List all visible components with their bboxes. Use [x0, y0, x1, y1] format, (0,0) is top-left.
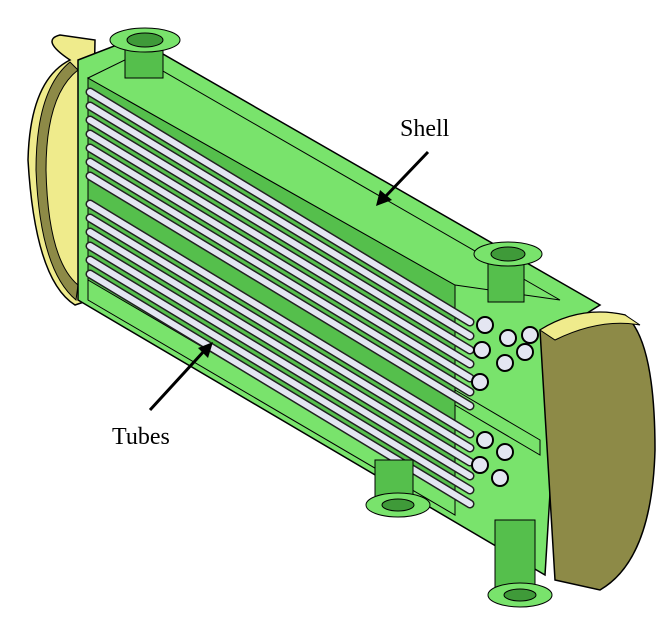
tube: [87, 159, 473, 395]
tube-end: [476, 431, 494, 449]
nozzle-top-left: [109, 27, 181, 79]
tube: [87, 201, 473, 437]
tube: [87, 117, 473, 353]
tube-end: [499, 329, 517, 347]
tube-end: [491, 469, 509, 487]
nozzle-bottom-middle: [365, 459, 431, 518]
tube-bundle: [85, 87, 475, 509]
shell-inner-wall: [86, 54, 561, 301]
tube: [87, 229, 473, 465]
right-head-rim: [539, 311, 641, 341]
tube-end: [476, 316, 494, 334]
tube: [87, 131, 473, 367]
tube-end: [473, 341, 491, 359]
tube: [87, 145, 473, 381]
tube: [87, 257, 473, 493]
tube-ends: [471, 316, 539, 487]
tube-end: [516, 343, 534, 361]
tube: [87, 243, 473, 479]
nozzle-top-right: [473, 241, 543, 303]
tube-end: [471, 456, 489, 474]
tube-end: [521, 326, 539, 344]
tube-end: [496, 354, 514, 372]
shell-label: Shell: [400, 116, 450, 142]
tube: [87, 103, 473, 339]
tube: [87, 89, 473, 325]
tube-end: [496, 443, 514, 461]
tube-end: [471, 373, 489, 391]
nozzle-bottom-right: [487, 519, 553, 608]
tube: [87, 215, 473, 451]
tube: [87, 173, 473, 409]
tubes-label: Tubes: [112, 424, 170, 450]
shell-arrow: [376, 150, 430, 206]
tubes-arrow: [148, 342, 213, 412]
right-head: [539, 311, 656, 591]
